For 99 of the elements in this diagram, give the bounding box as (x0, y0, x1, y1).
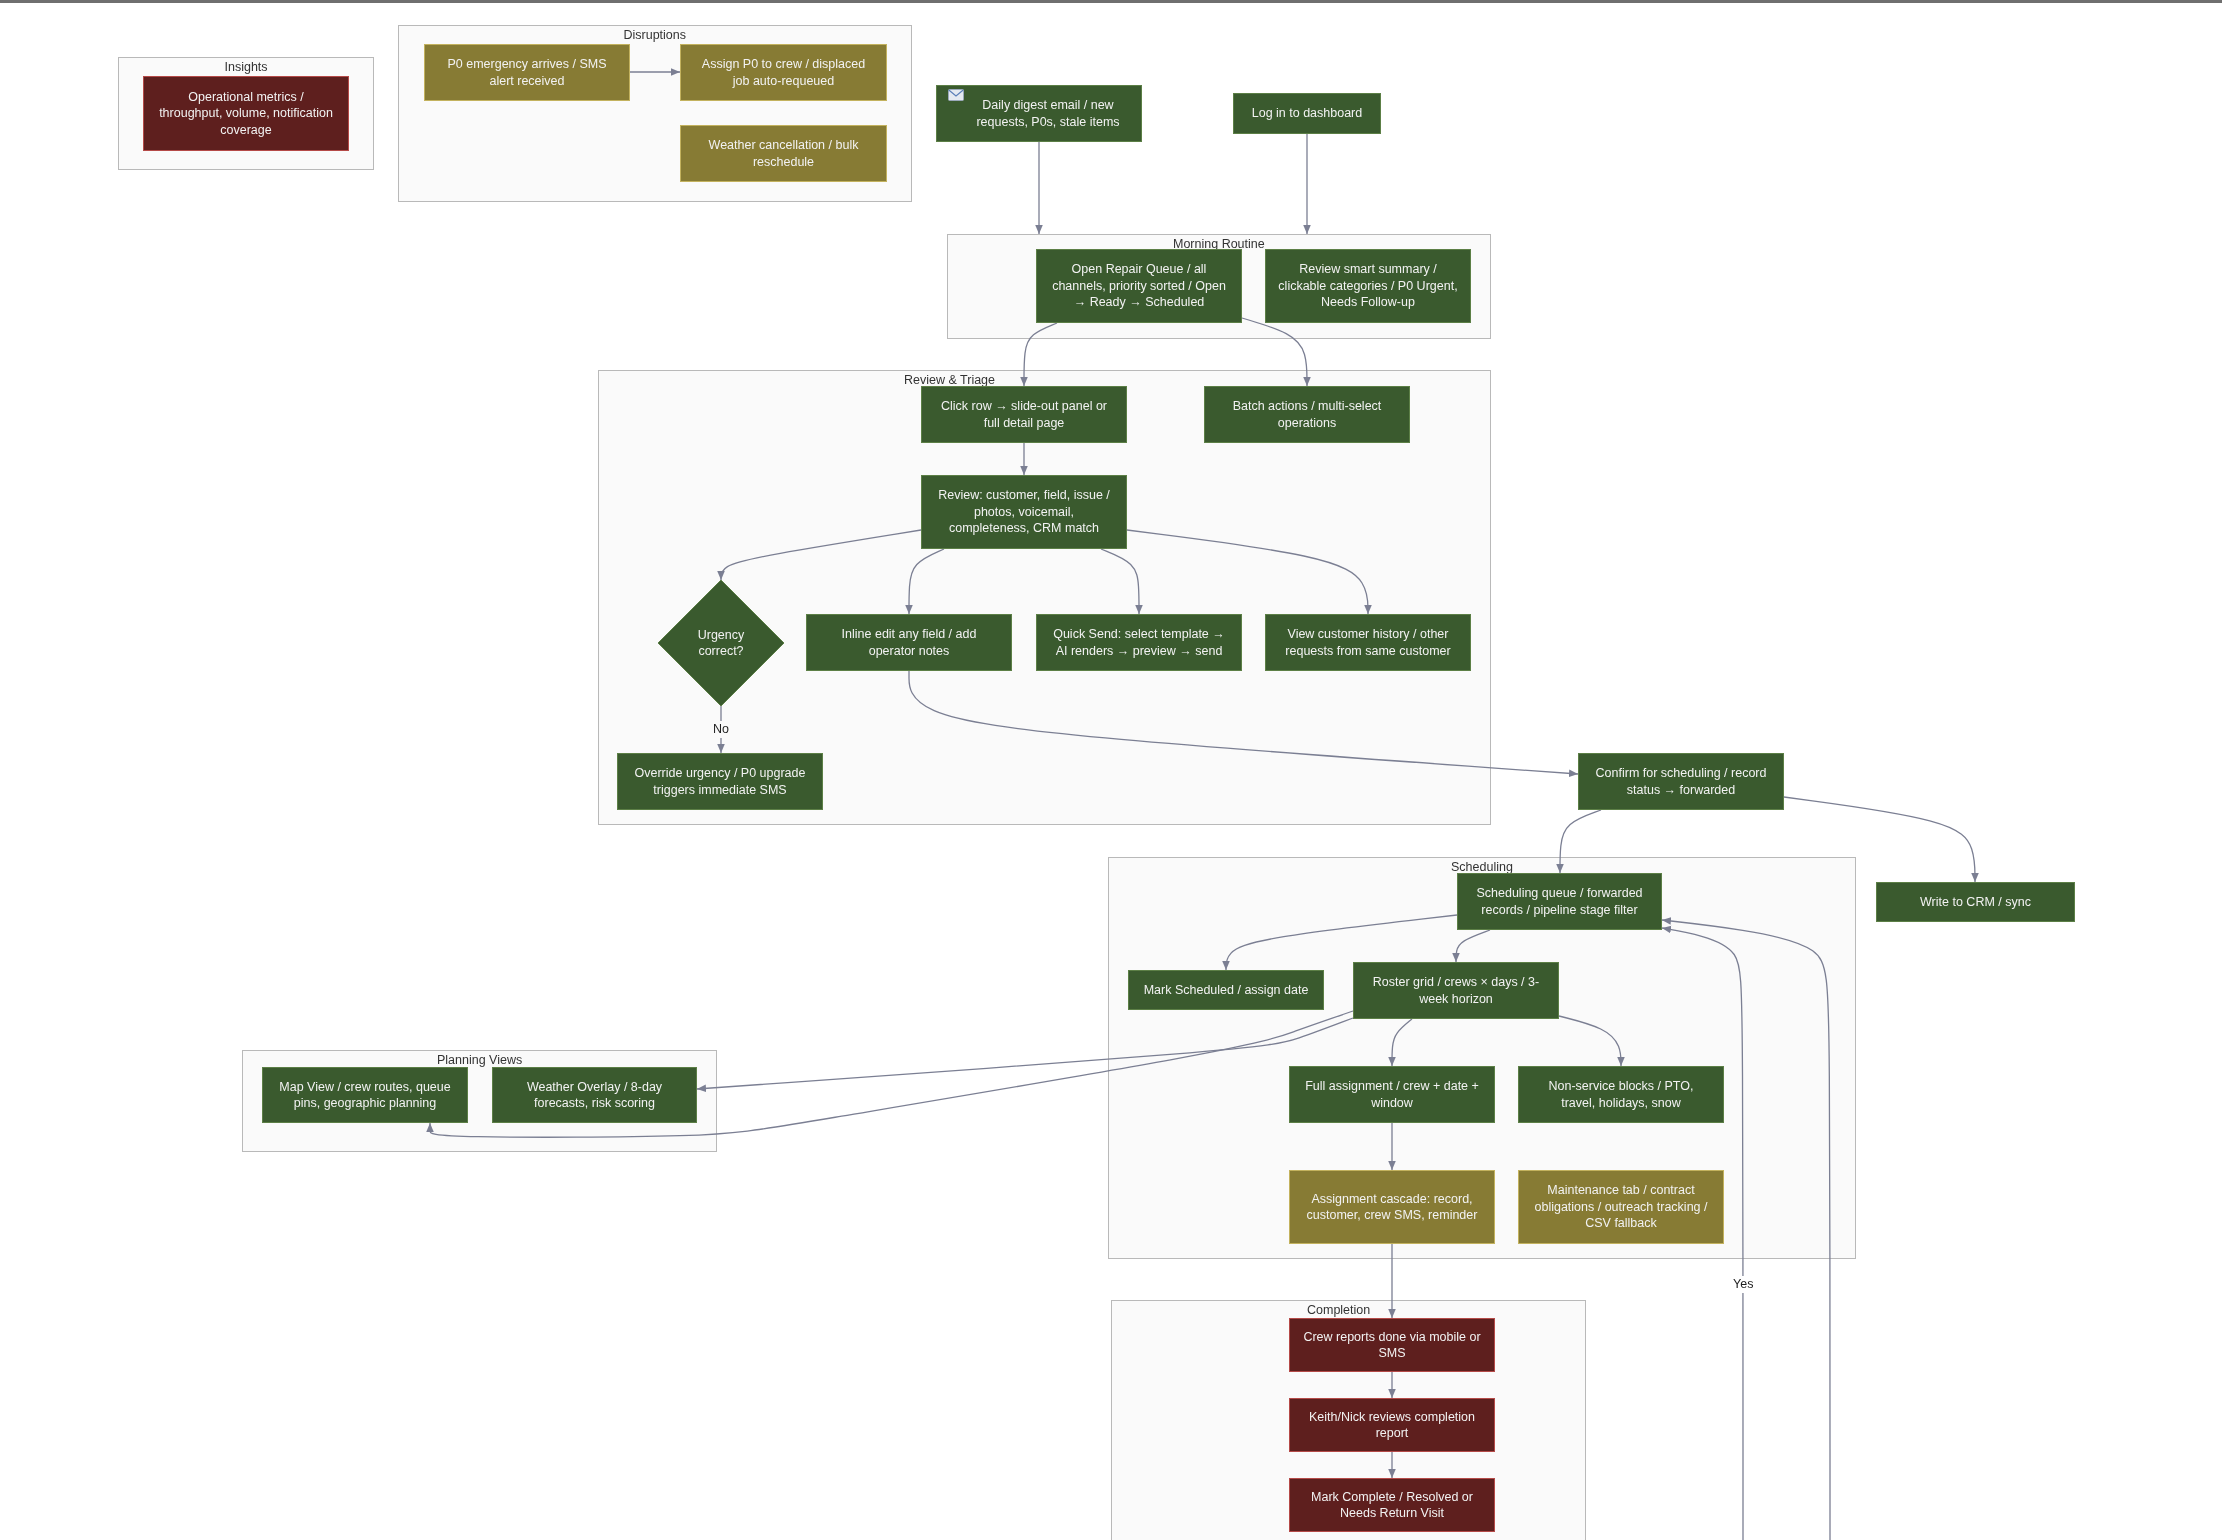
node-label: Log in to dashboard (1251, 105, 1363, 122)
group-title: Planning Views (437, 1053, 523, 1068)
node-label: Daily digest email / new requests, P0s, stale items (975, 97, 1121, 130)
process-box (680, 44, 887, 101)
arrow (1388, 1451, 1396, 1479)
group-title: Review & Triage (904, 373, 995, 388)
arrow (426, 1010, 1354, 1138)
process-box (1128, 970, 1324, 1010)
group-box (398, 25, 912, 202)
node-label: Write to CRM / sync (1920, 893, 2031, 911)
node-label: Inline edit any field / add operator notes (840, 626, 978, 659)
node-label: Keith/Nick reviews completion report (1307, 1408, 1476, 1442)
node-label: Operational metrics / throughput, volume, notification coverage (158, 88, 334, 139)
arrow (696, 1017, 1354, 1093)
node-label: Click row → slide-out panel or full detail page (939, 398, 1108, 431)
process-box (1233, 93, 1381, 134)
node-label: View customer history / other requests from same customer (1284, 626, 1452, 659)
node-label: Full assignment / crew + date + window (1304, 1078, 1480, 1111)
group-title: Morning Routine (1173, 237, 1265, 252)
arrow (1222, 914, 1458, 971)
node-label: Override urgency / P0 upgrade triggers immediate SMS (633, 765, 807, 798)
process-box (1578, 753, 1784, 810)
process-box (424, 44, 630, 101)
arrow (1661, 925, 1744, 1540)
node-label: Crew reports done via mobile or SMS (1302, 1328, 1482, 1362)
node-label: Batch actions / multi-select operations (1231, 398, 1383, 431)
process-box (1204, 386, 1410, 443)
process-box (1036, 614, 1242, 671)
node-label: Open Repair Queue / all channels, priority sorted / Open → Ready → Scheduled (1051, 261, 1227, 311)
node-label: Scheduling queue / forwarded records / pipeline stage filter (1475, 885, 1644, 918)
node-label: Mark Complete / Resolved or Needs Return Visit (1310, 1488, 1474, 1522)
node-label: Review smart summary / clickable categories / P0 Urgent, Needs Follow-up (1277, 261, 1459, 311)
group-box (118, 57, 374, 170)
process-box (806, 614, 1012, 671)
arrow (908, 670, 1579, 778)
process-box (1289, 1318, 1495, 1372)
process-box (1518, 1066, 1724, 1123)
group-box (1108, 857, 1856, 1259)
node-label: Mark Scheduled / assign date (1143, 981, 1309, 999)
group-box (1111, 1300, 1586, 1540)
process-box (921, 475, 1127, 549)
process-box (1353, 962, 1559, 1019)
process-box (1289, 1170, 1495, 1244)
node-label: Assign P0 to crew / displaced job auto-requeued (700, 56, 867, 89)
process-box (1289, 1478, 1495, 1532)
process-box (936, 85, 1142, 142)
process-box (492, 1067, 697, 1123)
node-label: Roster grid / crews × days / 3-week horizon (1371, 974, 1541, 1007)
node-label: Map View / crew routes, queue pins, geographic planning (278, 1078, 452, 1112)
arrow (1388, 1018, 1413, 1067)
arrow (1452, 929, 1491, 963)
node-label: Non-service blocks / PTO, travel, holidays, snow (1547, 1078, 1695, 1111)
process-box (1457, 873, 1662, 930)
process-box (1289, 1066, 1495, 1123)
node-label: Confirm for scheduling / record status → forwarded (1594, 765, 1768, 798)
node-label: Weather cancellation / bulk reschedule (707, 137, 860, 170)
node-label: Weather Overlay / 8-day forecasts, risk scoring (525, 1078, 664, 1112)
group-title: Scheduling (1451, 860, 1513, 875)
arrow (1020, 322, 1058, 387)
group-title: Insights (224, 60, 268, 75)
decision-diamond (658, 580, 784, 706)
arrow (1556, 809, 1602, 874)
group-title: Disruptions (623, 28, 687, 43)
arrow (1035, 141, 1043, 235)
process-box (262, 1067, 468, 1123)
group-box (947, 234, 1491, 339)
process-box (1036, 249, 1242, 323)
arrow (629, 68, 681, 76)
node-label: Quick Send: select template → AI renders → preview → send (1052, 626, 1226, 659)
arrow (717, 529, 922, 581)
process-box (921, 386, 1127, 443)
node-label: Assignment cascade: record, customer, crew SMS, reminder (1305, 1190, 1479, 1224)
process-box (1876, 882, 2075, 922)
arrow (1388, 1371, 1396, 1399)
arrow (905, 548, 945, 615)
arrow (1558, 1015, 1625, 1067)
arrow (1126, 529, 1372, 615)
node-label: P0 emergency arrives / SMS alert received (446, 56, 608, 89)
process-box (1289, 1398, 1495, 1452)
process-box (1518, 1170, 1724, 1244)
arrow (1388, 1122, 1396, 1171)
node-label: Urgency correct? (696, 626, 746, 660)
process-box (1265, 249, 1471, 323)
process-box (143, 76, 349, 151)
arrow (1241, 317, 1311, 387)
arrow (1020, 442, 1028, 476)
node-label: Review: customer, field, issue / photos, voicemail, completeness, CRM match (937, 487, 1111, 537)
process-box (617, 753, 823, 810)
arrow (1303, 133, 1311, 235)
group-box (242, 1050, 717, 1152)
node-label: Maintenance tab / contract obligations / outreach tracking / CSV fallback (1533, 1182, 1709, 1232)
process-box (1265, 614, 1471, 671)
arrow (1783, 796, 1979, 883)
group-title: Completion (1307, 1303, 1371, 1318)
arrow (1388, 1243, 1396, 1319)
group-box (598, 370, 1491, 825)
arrow (1661, 917, 1831, 1540)
arrow (1100, 548, 1143, 615)
process-box (680, 125, 887, 182)
